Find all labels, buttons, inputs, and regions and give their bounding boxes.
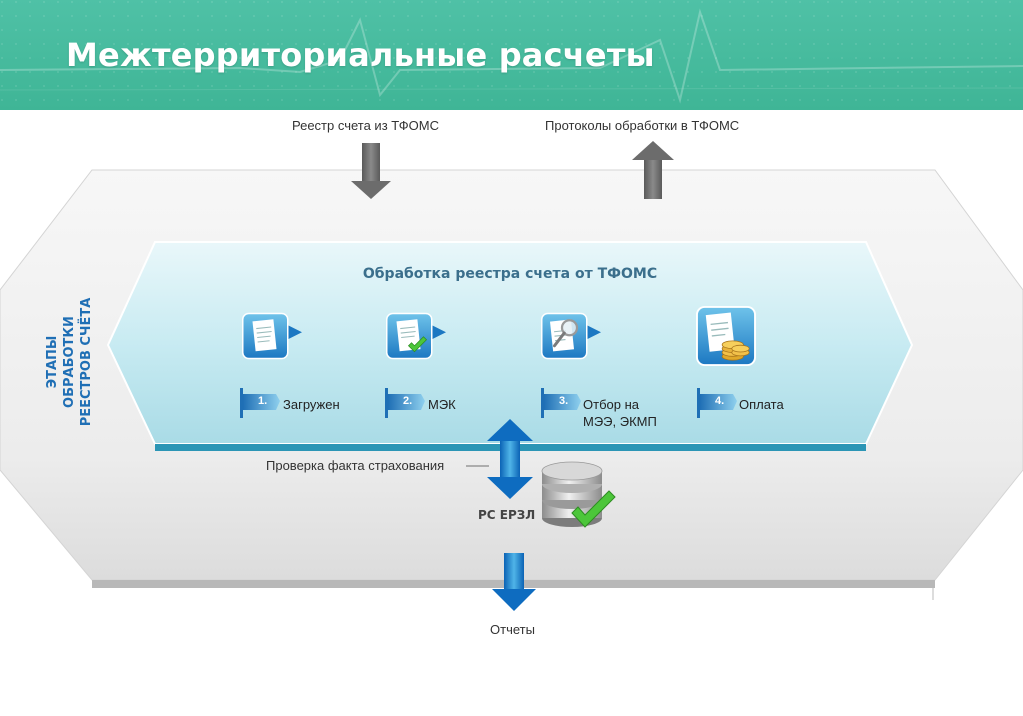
reports-label: Отчеты [490,622,535,637]
side-label-line2: РЕЕСТРОВ СЧЁТА [79,297,94,427]
step-flag [541,388,581,418]
inner-block-title: Обработка реестра счета от ТФОМС [362,266,658,282]
step-label: Отбор на МЭЭ, ЭКМП [583,396,657,430]
ecg-background-pattern [0,0,1023,110]
step-label: Загружен [283,396,340,413]
step-number: 4. [715,395,725,407]
output-arrow [632,141,674,199]
step-flag [240,388,280,418]
insurance-check-label: Проверка факта страхования [266,458,445,473]
input-label: Реестр счета из ТФОМС [292,118,439,133]
step-label-line1: Оплата [739,397,784,412]
step-label-line1: Загружен [283,397,340,412]
document-icon [242,312,302,360]
step-flag [697,388,737,418]
output-label: Протоколы обработки в ТФОМС [545,118,740,133]
step-flag [385,388,425,418]
reports-arrow [492,553,536,611]
database-label: РС ЕРЗЛ [478,508,536,522]
step-number: 2. [403,395,413,407]
input-arrow [351,143,391,199]
step-label: МЭК [428,396,456,413]
document-check-icon [386,312,446,360]
insurance-check-arrow [487,419,533,499]
step-label-line1: Отбор на [583,397,639,412]
step-label: Оплата [739,396,784,413]
database-check-icon [541,461,616,528]
side-label-line1: ЭТАПЫ ОБРАБОТКИ [45,316,77,408]
header-banner: Межтерриториальные расчеты [0,0,1023,110]
page-title: Межтерриториальные расчеты [66,36,655,74]
stages-side-label: ЭТАПЫ ОБРАБОТКИ РЕЕСТРОВ СЧЁТА [44,292,95,432]
step-number: 3. [559,395,569,407]
step-label-line1: МЭК [428,397,456,412]
document-coins-icon [696,306,756,366]
step-label-line2: МЭЭ, ЭКМП [583,414,657,429]
document-magnifier-icon [541,312,601,360]
step-number: 1. [258,395,268,407]
